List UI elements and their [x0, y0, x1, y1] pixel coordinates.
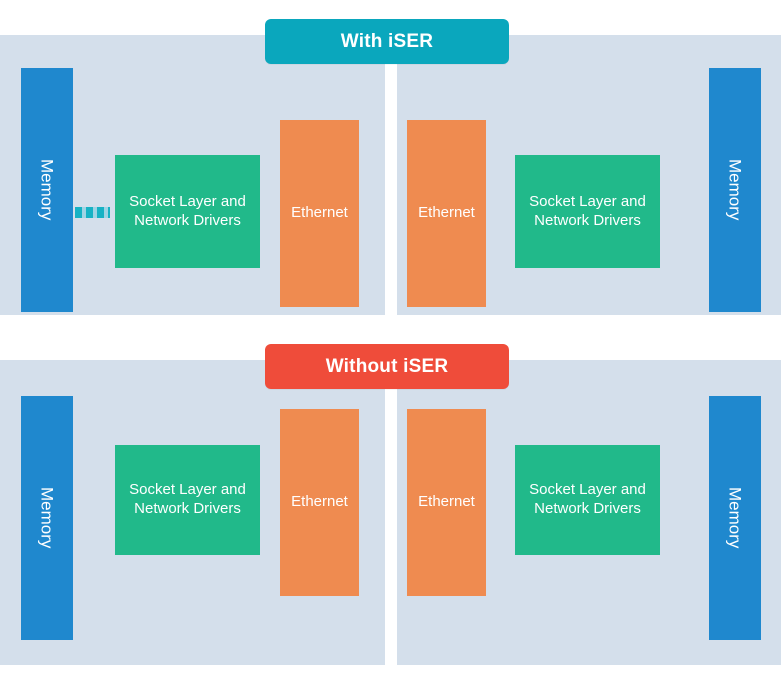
ethernet-label: Ethernet [291, 204, 348, 222]
socket-layer-line-1: Socket Layer and [529, 481, 646, 499]
memory-label: Memory [37, 159, 57, 221]
block-memory-left-with-iser: Memory [21, 68, 73, 312]
socket-layer-line-1: Socket Layer and [129, 481, 246, 499]
block-ethernet-left-without-iser: Ethernet [280, 409, 359, 596]
iser-rdma-connector [75, 207, 110, 218]
block-memory-right-without-iser: Memory [709, 396, 761, 640]
title-without-iser-label: Without iSER [325, 355, 449, 377]
title-with-iser: With iSER [265, 19, 509, 64]
memory-label: Memory [37, 487, 57, 549]
block-ethernet-right-without-iser: Ethernet [407, 409, 486, 596]
memory-label: Memory [725, 487, 745, 549]
ethernet-label: Ethernet [418, 204, 475, 222]
socket-layer-line-1: Socket Layer and [529, 192, 646, 210]
socket-layer-line-2: Network Drivers [534, 500, 641, 517]
block-memory-right-with-iser: Memory [709, 68, 761, 312]
title-without-iser: Without iSER [265, 344, 509, 389]
block-ethernet-left-with-iser: Ethernet [280, 120, 359, 307]
block-memory-left-without-iser: Memory [21, 396, 73, 640]
socket-layer-line-1: Socket Layer and [129, 192, 246, 210]
ethernet-label: Ethernet [418, 493, 475, 511]
block-ethernet-right-with-iser: Ethernet [407, 120, 486, 307]
socket-layer-line-2: Network Drivers [534, 211, 641, 229]
socket-layer-line-2: Network Drivers [134, 500, 241, 517]
title-with-iser-label: With iSER [340, 30, 434, 52]
socket-layer-line-2: Network Drivers [134, 211, 241, 229]
ethernet-label: Ethernet [291, 493, 348, 511]
memory-label: Memory [725, 159, 745, 221]
